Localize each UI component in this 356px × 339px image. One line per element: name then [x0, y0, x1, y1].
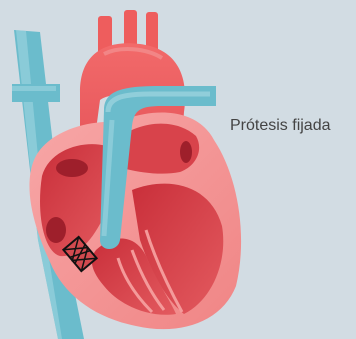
atrium-opening-upper — [56, 159, 88, 177]
atrium-opening-lower — [46, 217, 66, 243]
callout-label: Prótesis fijada — [230, 116, 331, 136]
pulmonary-vein-opening — [180, 141, 192, 163]
